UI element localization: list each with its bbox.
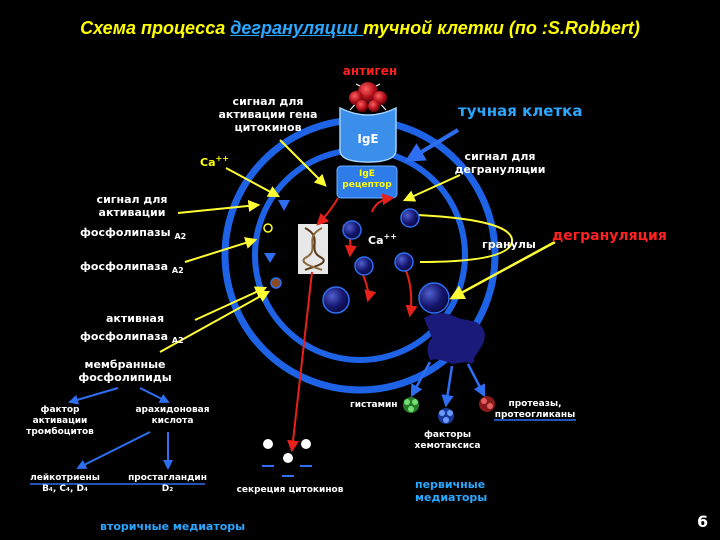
ige-receptor bbox=[336, 165, 398, 199]
granules-label: гранулы bbox=[482, 238, 536, 251]
histamine-icon bbox=[403, 397, 419, 413]
arrow-red-gene bbox=[316, 197, 339, 226]
arrow-degran-signal bbox=[402, 174, 461, 202]
phos-label: фосфолипаза A2 bbox=[80, 260, 184, 275]
title-underlined: дегрануляции bbox=[230, 18, 364, 38]
granule bbox=[342, 220, 362, 240]
mast-cell-label: тучная клетка bbox=[458, 102, 583, 120]
arrow-red-cytokine bbox=[287, 271, 313, 453]
arrow-paf bbox=[68, 387, 119, 405]
ige-label: IgE bbox=[357, 132, 379, 146]
arrow-leuko bbox=[76, 431, 151, 469]
ige-molecule bbox=[339, 106, 397, 163]
arrow-degranulation bbox=[449, 240, 556, 300]
degranulation-blob bbox=[424, 313, 485, 364]
dna-icon bbox=[298, 224, 328, 274]
granules-bracket bbox=[417, 214, 514, 263]
arrow-red-granule-3 bbox=[404, 267, 418, 318]
degranulation-label: дегрануляция bbox=[552, 228, 667, 244]
arrow-phos bbox=[184, 237, 258, 263]
page-number: 6 bbox=[697, 512, 709, 531]
arrow-arach bbox=[139, 387, 170, 403]
arrow-phos-signal bbox=[177, 199, 261, 214]
secondary-mediators-label: вторичные медиаторы bbox=[100, 520, 246, 533]
active-phos-label: активная bbox=[105, 312, 165, 325]
granule bbox=[418, 282, 450, 314]
granule bbox=[394, 252, 414, 272]
signal-phos-label-2: фосфолипазы A2 bbox=[80, 226, 187, 241]
enzyme-icon-1 bbox=[278, 200, 290, 211]
granule bbox=[400, 208, 420, 228]
granule bbox=[354, 256, 374, 276]
page-title: Схема процесса дегрануляции тучной клетк… bbox=[80, 18, 640, 38]
arrow-proteases bbox=[466, 363, 486, 398]
arrow-gene-signal bbox=[279, 139, 327, 187]
chemotaxis-factor-icon bbox=[438, 408, 454, 424]
antigen-label: антиген bbox=[342, 64, 398, 78]
arrow-red-granule-2 bbox=[362, 274, 377, 303]
arrow-ca bbox=[225, 167, 281, 198]
arrow-chemo bbox=[441, 365, 454, 408]
arrow-red-ca bbox=[371, 193, 395, 213]
enzyme-icon-2 bbox=[263, 223, 273, 233]
granule bbox=[322, 286, 350, 314]
protease-icon bbox=[479, 396, 495, 412]
antigen-icon bbox=[349, 82, 387, 112]
arrow-histamine bbox=[410, 361, 432, 398]
mast-cell-pointer bbox=[404, 128, 460, 163]
histamine-label: гистамин bbox=[350, 400, 398, 410]
enzyme-icon-3 bbox=[264, 253, 276, 263]
ca-inner-label: Ca++ bbox=[368, 232, 397, 247]
arrow-active-phos bbox=[194, 286, 268, 321]
cytokine-dots-icon bbox=[262, 439, 312, 477]
enzyme-icon-active bbox=[270, 277, 282, 289]
active-phos-label-2: фосфолипаза A2 bbox=[80, 330, 184, 345]
arrow-membrane bbox=[159, 290, 271, 353]
proteases-label: протеазы,протеогликаны bbox=[494, 399, 576, 420]
cytokine-secretion-label: секреция цитокинов bbox=[236, 485, 344, 495]
ca-outer-label: Ca++ bbox=[200, 154, 229, 169]
